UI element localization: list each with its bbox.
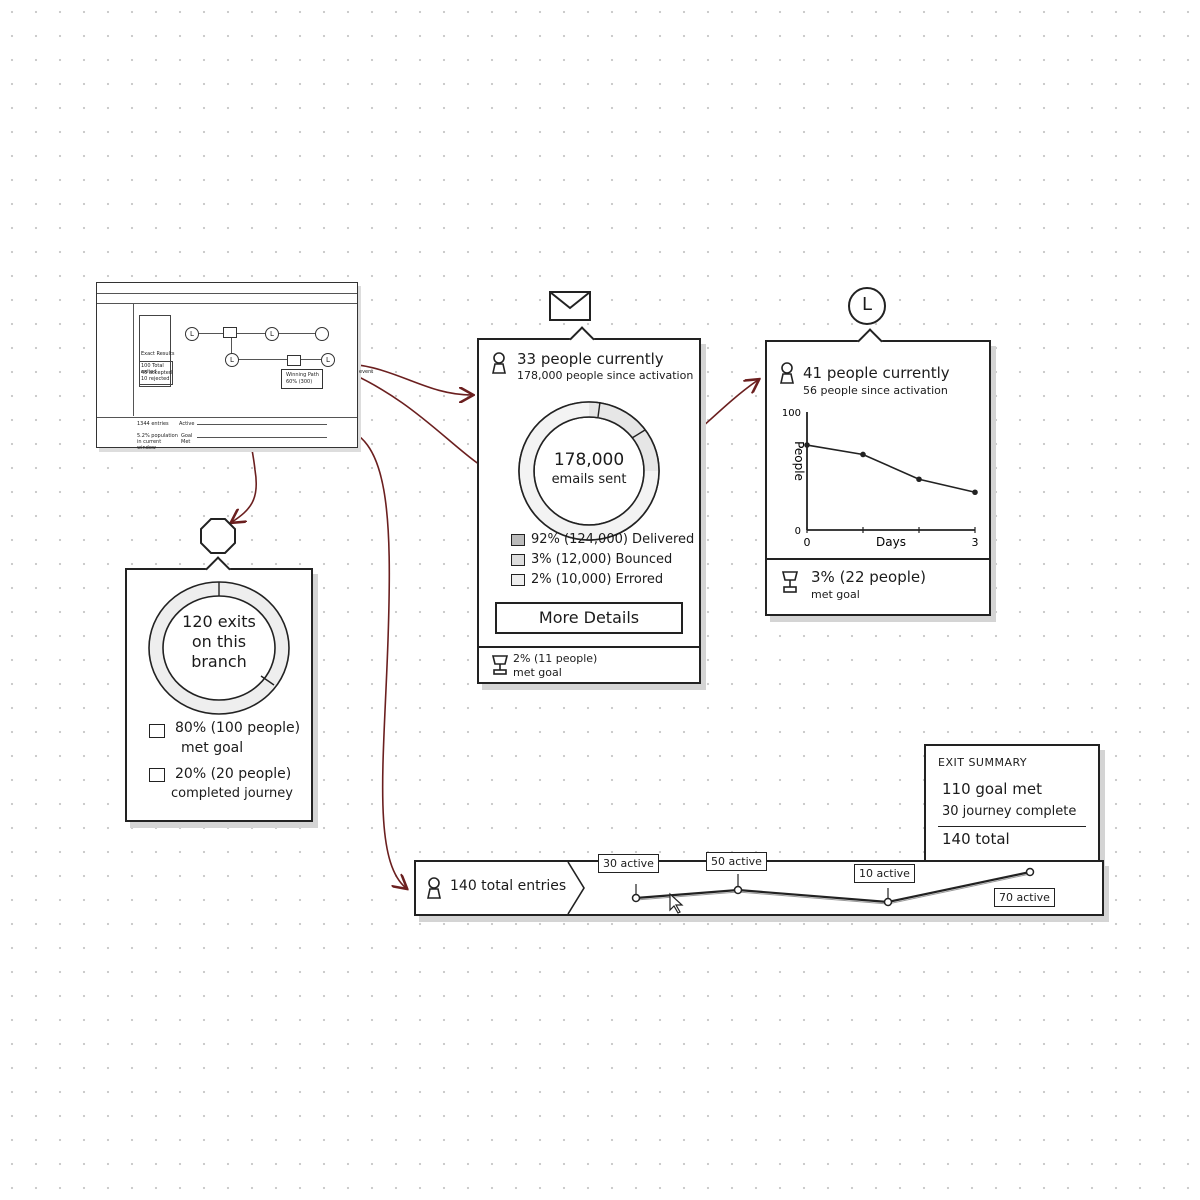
- goal-met-percent: 2% (11 people): [513, 652, 598, 665]
- donut-line-1: 120 exits: [182, 612, 256, 631]
- thumb-email-node[interactable]: [223, 327, 237, 338]
- timeline-marker-30-active[interactable]: 30 active: [598, 854, 659, 873]
- clock-icon: [848, 287, 886, 325]
- thumb-entries-tag: Active: [179, 421, 195, 427]
- person-icon: [780, 362, 794, 384]
- data-point: [972, 489, 978, 496]
- data-point: [860, 451, 866, 458]
- timeline-marker-50-active[interactable]: 50 active: [706, 852, 767, 871]
- goal-met-percent: 80% (100 people): [175, 720, 301, 736]
- goal-met-label: met goal: [811, 588, 860, 601]
- email-card-divider: [479, 646, 699, 648]
- y-tick-label: 0: [795, 526, 801, 537]
- goal-met-percent: 3% (22 people): [811, 568, 926, 586]
- timeline-marker-10-active[interactable]: 10 active: [854, 864, 915, 883]
- goal-met-total: 110 goal met: [942, 780, 1042, 798]
- arrow-to-timeline: [335, 427, 406, 888]
- data-point: [916, 476, 922, 483]
- goal-met-label: met goal: [513, 666, 562, 679]
- donut-line-2: on this: [191, 632, 247, 651]
- thumb-bottom-divider: [97, 416, 357, 418]
- thumb-toolbar: [97, 293, 357, 304]
- goal-met-label: met goal: [181, 740, 244, 756]
- envelope-icon: [549, 291, 591, 321]
- thumb-wait-node-3[interactable]: L: [225, 353, 239, 367]
- goal-met-swatch: [149, 724, 165, 738]
- y-tick-label: 100: [782, 408, 801, 419]
- bounced-swatch: [511, 553, 525, 566]
- x-tick-label: 3: [972, 536, 979, 549]
- errored-swatch: [511, 573, 525, 586]
- emails-donut-chart: [518, 401, 660, 541]
- total-entries: 140 total entries: [450, 878, 567, 894]
- y-axis-label: People: [792, 441, 806, 481]
- people-current: 41 people currently: [803, 364, 950, 382]
- grand-total: 140 total: [942, 830, 1010, 848]
- thumb-exit-notes: 100 Total exited 40 accepted 10 rejected: [139, 361, 173, 385]
- thumb-wait-node-4[interactable]: L: [321, 353, 335, 367]
- completed-label: completed journey: [171, 786, 293, 801]
- donut-value: 178,000: [553, 450, 625, 470]
- thumb-wait-node[interactable]: L: [185, 327, 199, 341]
- person-icon: [492, 352, 506, 374]
- thumb-side-note: event: [359, 369, 374, 375]
- thumb-exit-label: Exact Results: [141, 351, 175, 357]
- exit-summary-card: EXIT SUMMARY 110 goal met 30 journey com…: [924, 744, 1100, 862]
- exit-icon-header: [198, 516, 238, 556]
- thumb-population-label: 5.2% population in current window: [137, 433, 178, 451]
- timeline-trend-line: [631, 867, 1035, 914]
- x-tick-label: 0: [804, 536, 811, 549]
- timeline-marker-70-active[interactable]: 70 active: [994, 888, 1055, 907]
- breakdown-delivered: 92% (124,000) Delivered: [511, 532, 694, 547]
- summary-divider: [938, 826, 1086, 827]
- breakdown-errored: 2% (10,000) Errored: [511, 572, 663, 587]
- trophy-icon: [781, 571, 799, 593]
- journey-timeline-bar[interactable]: 140 total entries 30 active 50 active 10…: [414, 852, 1104, 916]
- thumb-wait-node-2[interactable]: L: [265, 327, 279, 341]
- completed-swatch: [149, 768, 165, 782]
- thumb-exit-node[interactable]: [315, 327, 329, 341]
- timeline-chevron: [567, 862, 585, 914]
- trophy-icon: [491, 655, 509, 675]
- person-icon: [427, 877, 441, 899]
- wait-step-card[interactable]: 41 people currently 56 people since acti…: [765, 328, 991, 616]
- thumb-email-node-2[interactable]: [287, 355, 301, 366]
- donut-label: emails sent: [551, 472, 627, 487]
- breakdown-bounced: 3% (12,000) Bounced: [511, 552, 672, 567]
- delivered-swatch: [511, 533, 525, 546]
- people-over-days-chart: 100 00 3 Days People: [782, 408, 979, 549]
- journey-complete-total: 30 journey complete: [942, 804, 1077, 819]
- exits-donut-chart: [148, 581, 290, 715]
- data-point: [804, 442, 810, 448]
- thumb-title-bar: [97, 283, 357, 294]
- wait-card-divider: [767, 558, 989, 560]
- clock-icon-header: L: [846, 285, 888, 327]
- journey-overview-thumbnail[interactable]: Exact Results 100 Total exited 40 accept…: [96, 282, 373, 451]
- people-current: 33 people currently: [517, 350, 664, 368]
- series-line: [806, 444, 976, 494]
- thumb-left-panel: [97, 304, 134, 416]
- octagon-exit-icon: [200, 518, 236, 554]
- thumb-entries-label: 1344 entries: [137, 421, 169, 427]
- exit-step-card[interactable]: 120 exits on this branch 80% (100 people…: [125, 556, 313, 822]
- thumb-winning-path-popup: Winning Path 60% (300): [281, 369, 323, 389]
- more-details-button[interactable]: More Details: [495, 602, 683, 634]
- exit-summary-title: EXIT SUMMARY: [938, 756, 1028, 769]
- email-step-card[interactable]: 33 people currently 178,000 people since…: [477, 326, 701, 684]
- people-since-activation: 56 people since activation: [803, 384, 948, 397]
- thumb-exit-panel: [139, 315, 171, 387]
- x-axis-label: Days: [876, 535, 906, 549]
- people-since-activation: 178,000 people since activation: [517, 369, 694, 382]
- thumb-population-tag: Goal Met: [181, 433, 193, 445]
- completed-percent: 20% (20 people): [175, 766, 292, 782]
- donut-line-3: branch: [191, 652, 247, 671]
- email-icon-header: [548, 290, 592, 322]
